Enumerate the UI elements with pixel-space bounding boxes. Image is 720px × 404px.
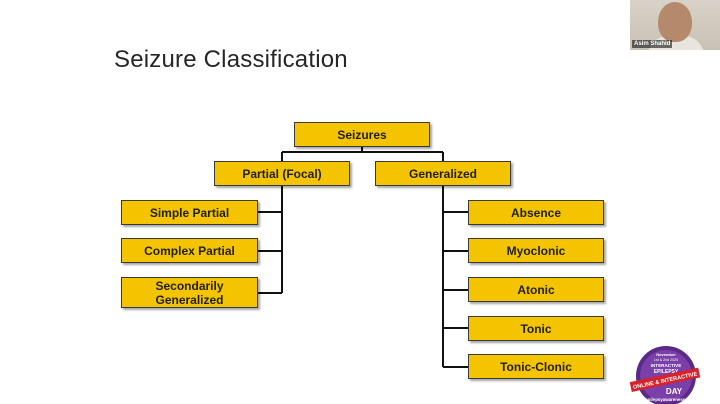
node-atonic: Atonic: [468, 277, 604, 302]
logo-line7: #epilepsyawareness: [643, 397, 686, 402]
epilepsy-day-logo-icon: November 1st & 2nd 2020 INTERACTIVE EPIL…: [629, 346, 701, 404]
logo-line6: DAY: [666, 387, 683, 396]
node-seizures: Seizures: [294, 122, 430, 147]
logo-line4: EPILEPSY: [654, 369, 679, 375]
participant-name-label: Asim Shahid: [632, 40, 673, 48]
node-simple-partial: Simple Partial: [121, 200, 258, 225]
logo-line2: 1st & 2nd 2020: [654, 358, 678, 362]
participant-video-thumbnail[interactable]: Asim Shahid: [630, 0, 720, 50]
node-tonic: Tonic: [468, 316, 604, 341]
node-secondarily-generalized: Secondarily Generalized: [121, 277, 258, 308]
slide-title: Seizure Classification: [114, 46, 348, 73]
logo-line1: November: [656, 352, 676, 357]
node-absence: Absence: [468, 200, 604, 225]
node-partial-focal: Partial (Focal): [214, 161, 350, 186]
node-myoclonic: Myoclonic: [468, 238, 604, 263]
node-tonic-clonic: Tonic-Clonic: [468, 354, 604, 379]
logo-line3: INTERACTIVE: [651, 363, 682, 368]
node-complex-partial: Complex Partial: [121, 238, 258, 263]
participant-face: [658, 2, 692, 42]
node-generalized: Generalized: [375, 161, 511, 186]
